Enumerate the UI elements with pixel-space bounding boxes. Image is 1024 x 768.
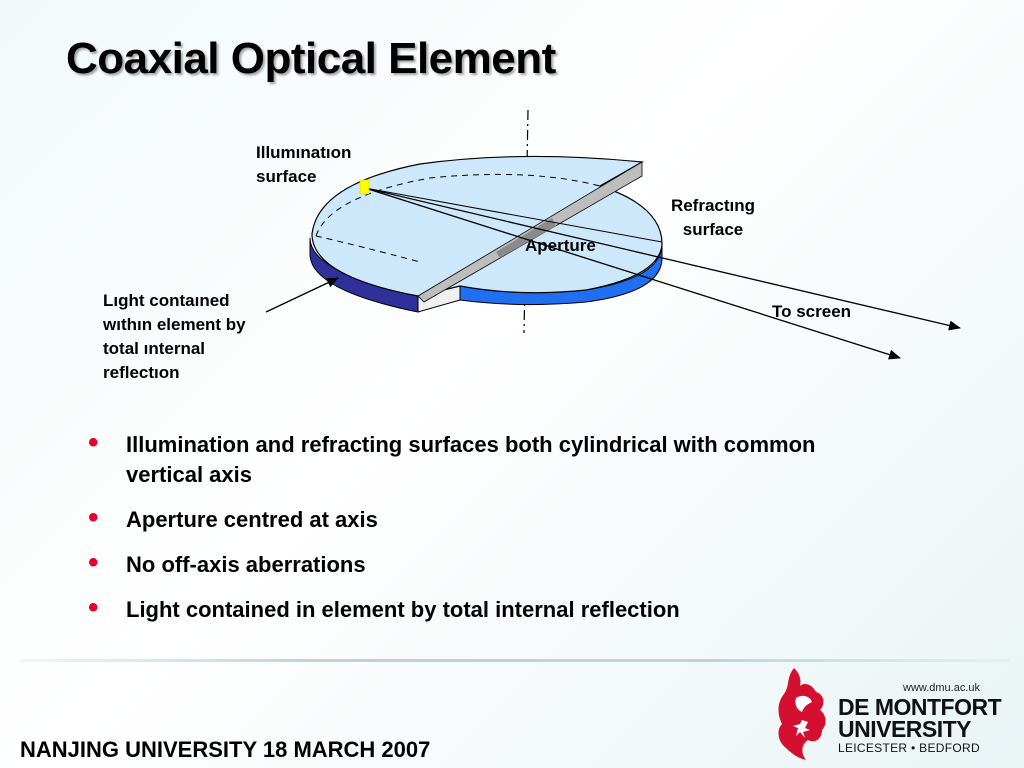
label-to-screen: To screen [772,302,851,321]
bullet-item: • Illumination and refracting surfaces bo… [88,426,848,490]
label-refracting-1: Refractıng [671,196,755,215]
university-logo: www.dmu.ac.uk DE MONTFORT UNIVERSITY LEI… [772,664,1002,764]
bullet-dot-icon: • [88,591,99,624]
label-tir-1: Lıght contaıned [103,291,230,310]
label-illumination-1: Illumınatıon [256,143,351,162]
label-tir-2: wıthın element by [102,315,246,334]
logo-line-1: DE MONTFORT [838,694,1002,720]
bullet-list: • Illumination and refracting surfaces bo… [88,426,848,640]
logo-line-3: LEICESTER • BEDFORD [838,741,980,755]
slide-footer: NANJING UNIVERSITY 18 MARCH 2007 [20,737,431,762]
illumination-source [359,179,370,195]
label-aperture: Aperture [525,236,596,255]
slide-title: Coaxial Optical Element [66,34,556,83]
bullet-dot-icon: • [88,426,99,459]
coaxial-element-diagram: Illumınatıon surface Refractıng surface … [102,109,961,382]
bullet-text: Illumination and refracting surfaces bot… [126,432,816,487]
ray-upper [364,187,961,331]
footer-divider [20,659,1010,662]
label-tir-4: reflectıon [103,363,180,382]
bullet-text: Aperture centred at axis [126,507,378,532]
bullet-item: • Light contained in element by total int… [88,591,848,625]
bullet-text: Light contained in element by total inte… [126,597,680,622]
tir-pointer-arrow [265,277,339,313]
label-refracting-2: surface [683,220,743,239]
bullet-item: • Aperture centred at axis [88,501,848,535]
lion-crest-icon [778,668,826,760]
logo-line-2: UNIVERSITY [838,716,972,742]
dashed-ellipse-lower [315,235,421,263]
ray-to-refracting [364,187,663,243]
label-illumination-2: surface [256,167,316,186]
dashed-ellipse [315,173,601,237]
label-tir-3: total ınternal [103,339,205,358]
bullet-item: • No off-axis aberrations [88,546,848,580]
bullet-text: No off-axis aberrations [126,552,366,577]
logo-url: www.dmu.ac.uk [903,682,981,694]
ray-lower [364,187,901,360]
aperture-opening [496,218,556,258]
bullet-dot-icon: • [88,546,99,579]
bullet-dot-icon: • [88,501,99,534]
